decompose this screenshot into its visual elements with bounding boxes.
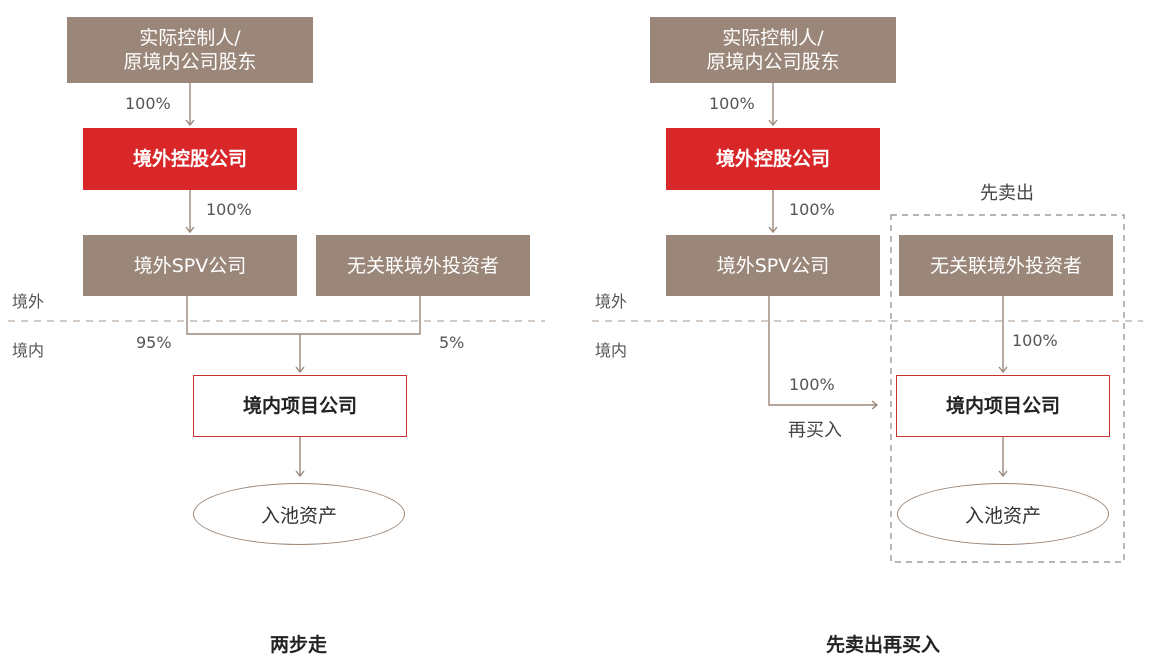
controller-box: 实际控制人/ 原境内公司股东	[650, 17, 896, 83]
sell-first-group-box	[890, 214, 1125, 563]
onshore-project-box: 境内项目公司	[193, 375, 407, 437]
line-left-merge	[186, 296, 421, 335]
pct-label: 5%	[439, 333, 465, 352]
zone-offshore-label-left: 境外	[12, 292, 45, 311]
offshore-spv-box: 境外SPV公司	[666, 235, 880, 296]
buy-back-label: 再买入	[788, 420, 842, 441]
pct-label: 100%	[709, 94, 755, 113]
zone-offshore-label-right: 境外	[595, 292, 628, 311]
caption-two-step: 两步走	[270, 634, 328, 656]
pct-label: 100%	[206, 200, 252, 219]
pct-label: 100%	[789, 375, 835, 394]
offshore-holding-box: 境外控股公司	[666, 128, 880, 190]
offshore-holding-box: 境外控股公司	[83, 128, 297, 190]
zone-onshore-label-right: 境内	[595, 341, 628, 360]
arrow-right-spv-project	[768, 296, 879, 410]
pct-label: 100%	[1012, 331, 1058, 350]
offshore-spv-box: 境外SPV公司	[83, 235, 297, 296]
controller-line-1: 实际控制人/	[139, 27, 241, 49]
pool-asset-ellipse: 入池资产	[897, 483, 1109, 545]
controller-line-2: 原境内公司股东	[123, 51, 257, 73]
pct-label: 100%	[125, 94, 171, 113]
pct-label: 100%	[789, 200, 835, 219]
zone-onshore-label-left: 境内	[12, 341, 45, 360]
caption-sell-then-buy: 先卖出再买入	[826, 634, 941, 656]
sell-first-label: 先卖出	[980, 183, 1034, 204]
unrelated-investor-box: 无关联境外投资者	[899, 235, 1113, 296]
controller-box: 实际控制人/ 原境内公司股东	[67, 17, 313, 83]
unrelated-investor-box: 无关联境外投资者	[316, 235, 530, 296]
pct-label: 95%	[136, 333, 172, 352]
onshore-project-box: 境内项目公司	[896, 375, 1110, 437]
pool-asset-ellipse: 入池资产	[193, 483, 405, 545]
controller-line-2: 原境内公司股东	[706, 51, 840, 73]
controller-line-1: 实际控制人/	[722, 27, 824, 49]
